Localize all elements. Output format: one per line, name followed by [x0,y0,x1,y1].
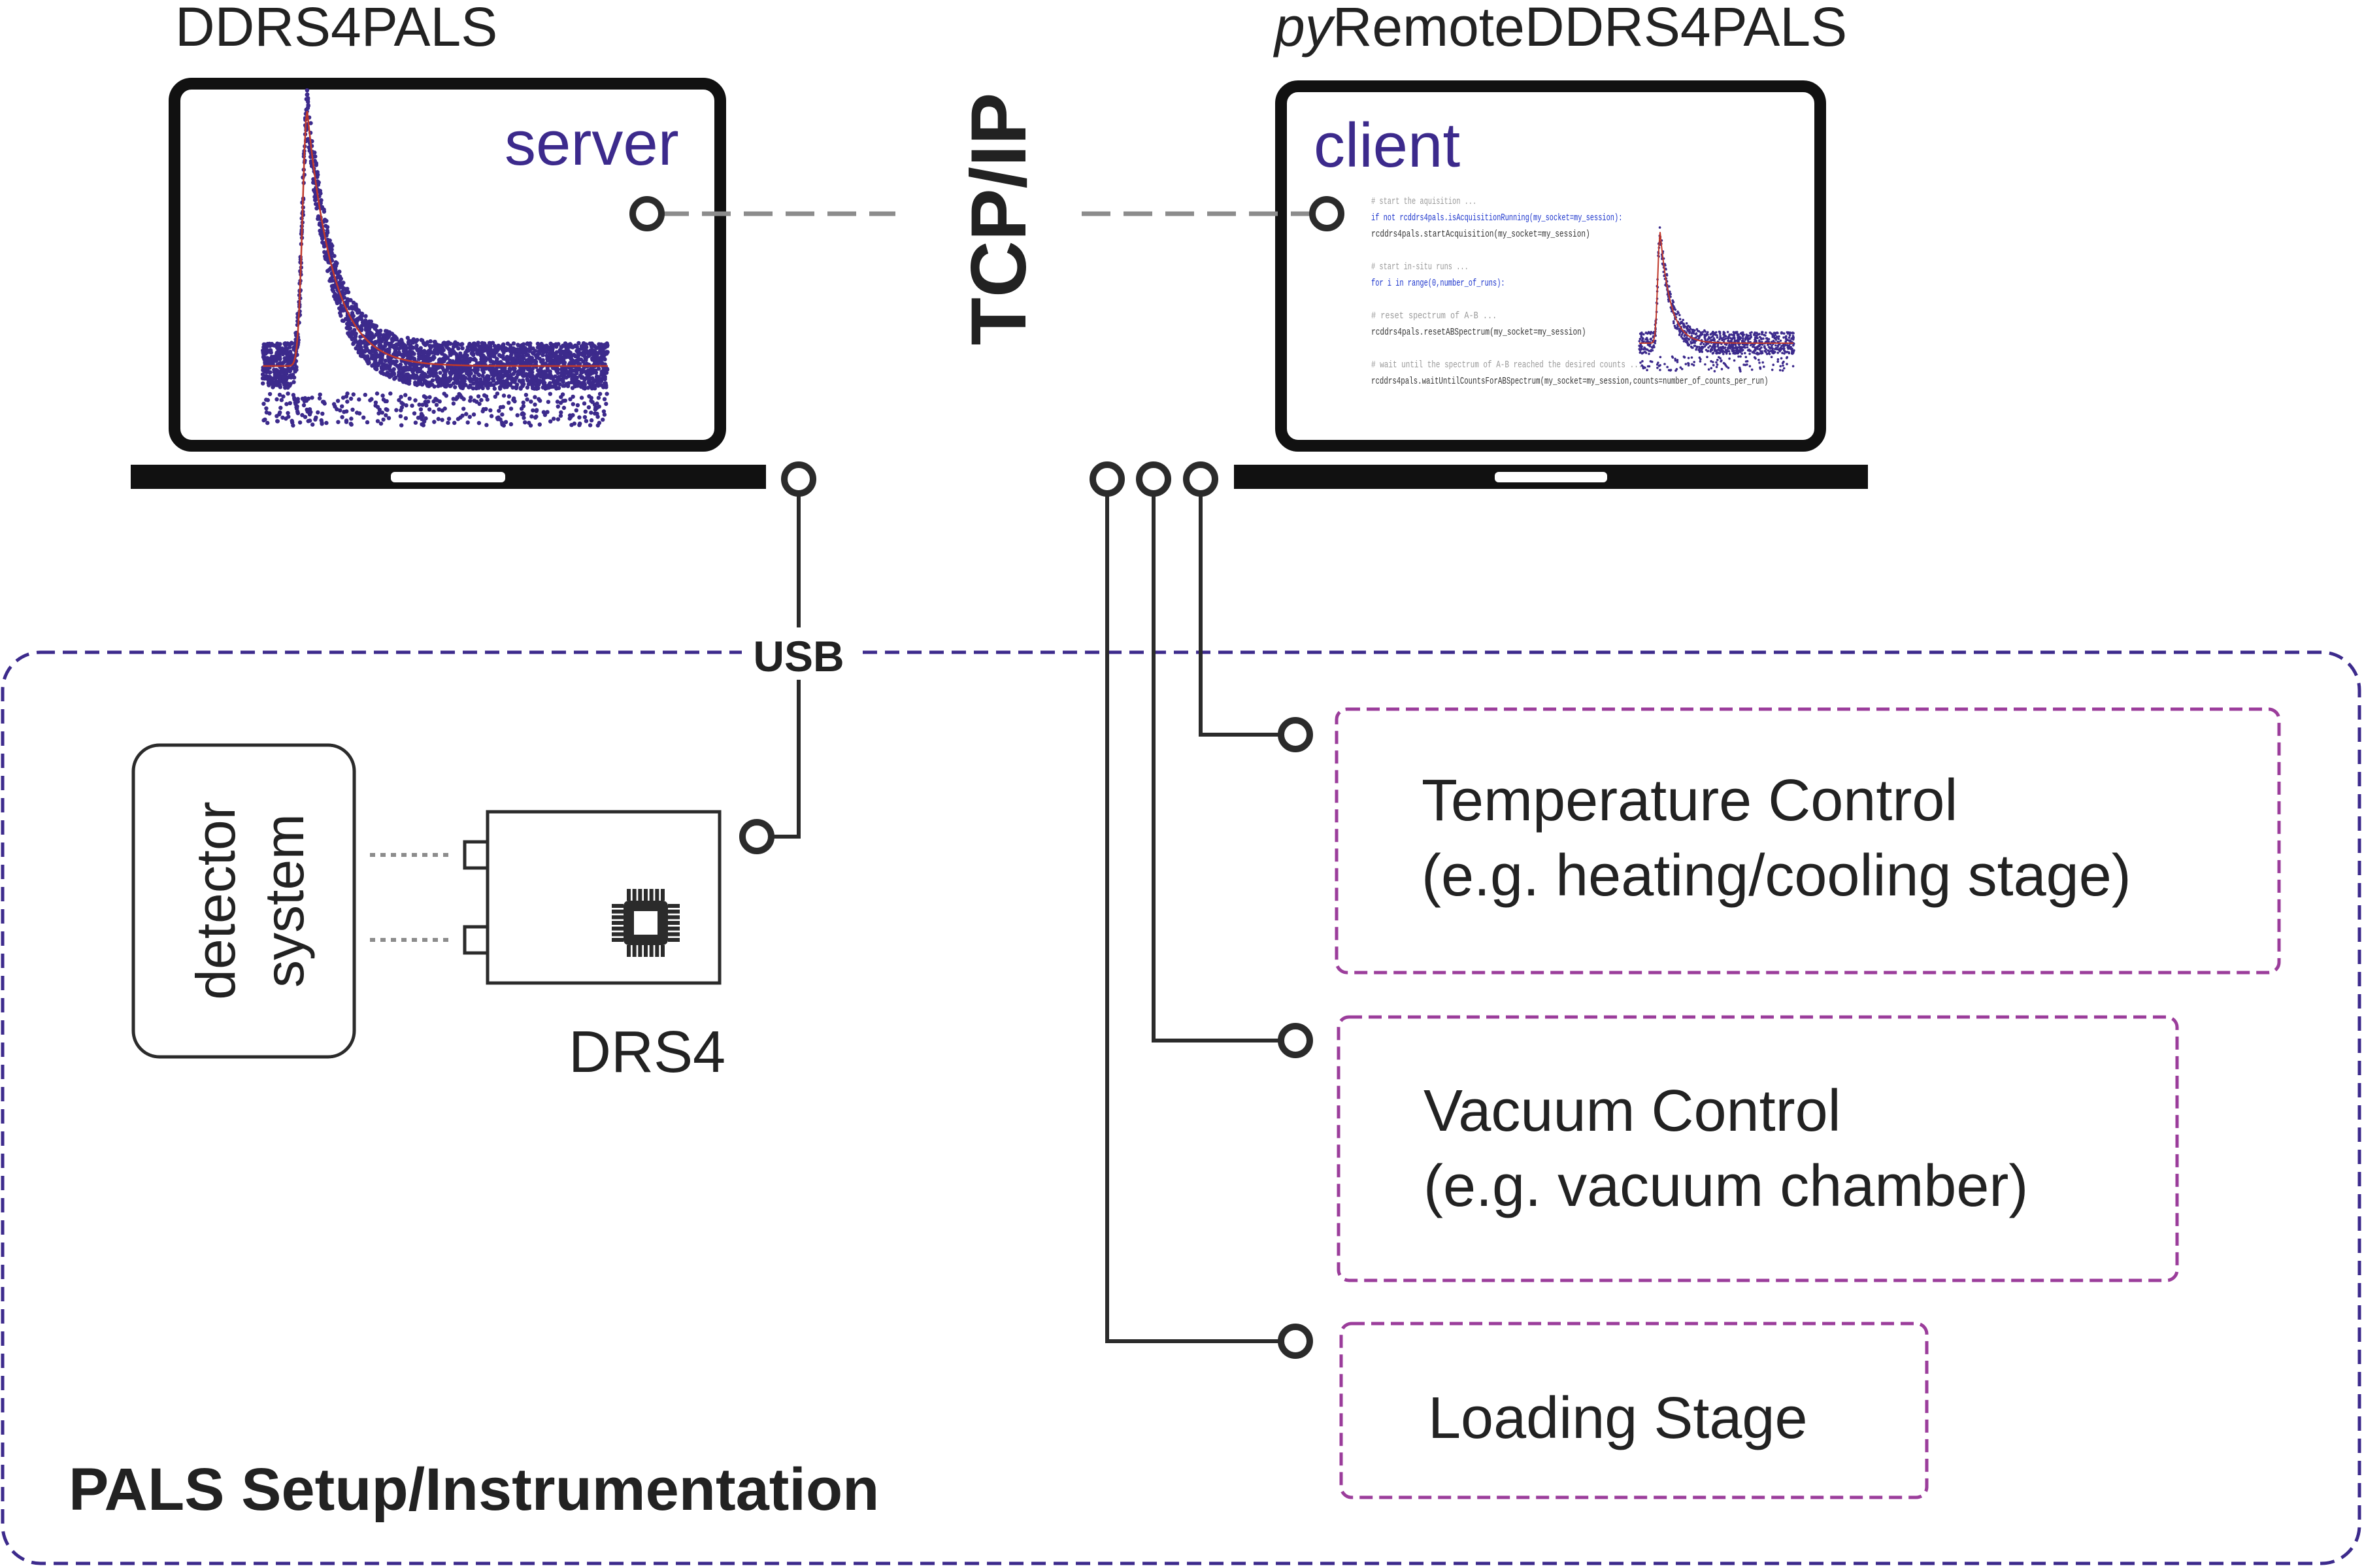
loading-port [1278,1324,1313,1359]
server-laptop: DDRS4PALS server [131,0,766,489]
code-line: rcddrs4pals.waitUntilCountsForABSpectrum… [1371,376,1769,387]
server-network-port [629,196,665,231]
client-title: pyRemoteDDRS4PALS [1273,0,1847,58]
code-line: # start the aquisition ... [1371,196,1476,207]
server-usb-port [781,461,816,497]
code-line: rcddrs4pals.resetABSpectrum(my_socket=my… [1371,327,1586,338]
server-role-label: server [505,108,679,178]
client-laptop-notch [1495,472,1607,482]
instrument-vacuum-detail: (e.g. vacuum chamber) [1423,1154,2028,1219]
instrument-vacuum-name: Vacuum Control [1423,1078,1841,1144]
usb-link: USB [739,461,856,854]
drs4-usb-port [739,819,774,854]
code-line: for i in range(0,number_of_runs): [1371,278,1505,289]
instrument-temperature-name: Temperature Control [1422,768,1957,833]
client-port-loading [1090,461,1125,497]
server-spectrum-plot [260,88,610,428]
tcp-ip-link: TCP/IP [629,93,1344,346]
code-line: # reset spectrum of A-B ... [1371,310,1497,322]
drs4-input-connector-1 [463,840,490,870]
client-screen [1275,80,1826,452]
instrument-wires [1090,461,1313,1359]
drs4-label: DRS4 [569,1020,725,1085]
instrument-temperature-detail: (e.g. heating/cooling stage) [1422,843,2131,909]
client-role-label: client [1314,110,1460,180]
code-line: # start in-situ runs ... [1371,261,1469,273]
detector-label-line2: system [254,814,315,988]
server-laptop-notch [391,472,505,482]
vacuum-port [1278,1023,1313,1058]
tcp-ip-label: TCP/IP [955,93,1042,346]
instrument-vacuum: Vacuum Control (e.g. vacuum chamber) [1337,1015,2179,1282]
instrument-temperature: Temperature Control (e.g. heating/coolin… [1335,707,2281,975]
setup-frame [1,650,2361,1565]
instrument-loading: Loading Stage [1339,1322,1929,1499]
server-title: DDRS4PALS [175,0,497,58]
code-line: if not rcddrs4pals.isAcquisitionRunning(… [1371,212,1622,224]
client-laptop: pyRemoteDDRS4PALS client # start the aqu… [1234,0,1868,489]
temperature-port [1278,717,1313,752]
usb-label: USB [753,632,844,680]
setup-title: PALS Setup/Instrumentation [69,1456,879,1523]
client-network-port [1309,196,1344,231]
drs4-board: DRS4 [463,810,725,1085]
client-port-temperature [1183,461,1218,497]
drs4-input-connector-2 [463,925,490,955]
instrument-loading-name: Loading Stage [1428,1386,1808,1451]
detector-system-box: detector system [131,743,356,1059]
code-line: rcddrs4pals.startAcquisition(my_socket=m… [1371,229,1590,240]
client-code-listing: # start the aquisition ... if not rcddrs4… [1371,196,1769,387]
client-spectrum-plot [1638,226,1795,373]
code-line: # wait until the spectrum of A-B reached… [1371,359,1642,371]
client-title-italic: py [1273,0,1336,58]
chip-icon [612,889,680,957]
client-title-rest: RemoteDDRS4PALS [1333,0,1847,58]
detector-label-line1: detector [185,801,246,1000]
client-port-vacuum [1136,461,1171,497]
